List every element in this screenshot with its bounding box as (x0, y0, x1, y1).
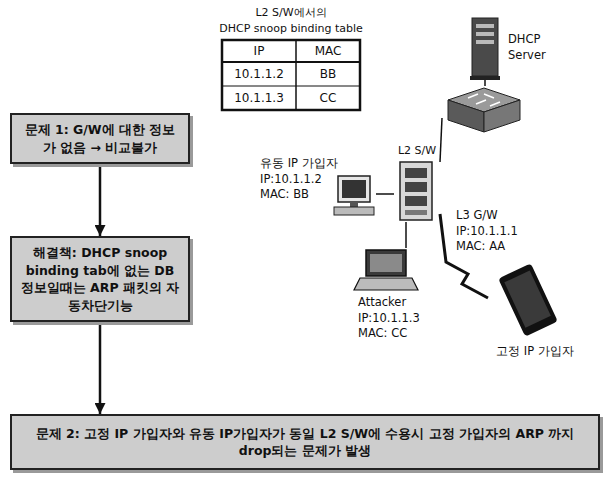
text-group: AttackerIP:10.1.1.3MAC: CC (358, 295, 428, 342)
table-rule (222, 86, 360, 87)
node-text: 유동 IP 가입자 (260, 156, 346, 172)
node-text: MAC: AA (456, 239, 536, 255)
table-cell: 10.1.1.3 (222, 86, 296, 110)
table-frame (222, 40, 360, 110)
solution-box: 해결책: DHCP snoop binding tab에 없는 DB 정보일때는… (10, 236, 190, 322)
table-cell: 10.1.1.2 (222, 62, 296, 86)
attacker-node: AttackerIP:10.1.1.3MAC: CC (346, 248, 428, 348)
text-group: 문제 1: G/W에 대한 정보가 없음 → 비교불가 (19, 121, 181, 156)
tablet-icon (498, 263, 558, 336)
pc-icon (334, 176, 374, 215)
laptop-icon (354, 250, 418, 290)
switch-side (484, 100, 520, 132)
node-text: L2 S/W (394, 144, 440, 159)
l2-switch-icon (400, 162, 432, 220)
network-cable (484, 80, 486, 86)
node-text: 문제 2: 고정 IP 가입자와 유동 IP가입자가 동일 L2 S/W에 수용… (19, 425, 591, 460)
server-icon (470, 18, 500, 80)
switch-body (400, 162, 432, 220)
switch-panel (405, 168, 427, 178)
node-text: MAC: CC (358, 326, 428, 342)
text-group: 해결책: DHCP snoop binding tab에 없는 DB 정보일때는… (19, 244, 181, 314)
node-text: MAC: BB (260, 187, 346, 203)
laptop-screen (366, 250, 406, 276)
switch-front (448, 100, 484, 132)
node-text: 고정 IP 가입자 (488, 344, 582, 360)
text-group: L3 G/WIP:10.1.1.1MAC: AA (456, 208, 536, 255)
router-node: L3 G/WIP:10.1.1.1MAC: AA (442, 86, 536, 260)
problem-box: 문제 1: G/W에 대한 정보가 없음 → 비교불가 (10, 113, 190, 164)
table-cell: CC (296, 86, 360, 110)
network-cable (440, 118, 442, 162)
node-text: 문제 1: G/W에 대한 정보가 없음 → 비교불가 (19, 121, 181, 156)
server-node: DHCP Server (468, 16, 568, 80)
server-slot (476, 40, 494, 44)
monitor-stand (350, 202, 358, 207)
text-group: 고정 IP 가입자 (488, 344, 582, 360)
monitor-screen (342, 180, 366, 198)
flow-arrow (99, 322, 102, 414)
l3-switch-icon (448, 88, 520, 132)
text-group: 문제 2: 고정 IP 가입자와 유동 IP가입자가 동일 L2 S/W에 수용… (19, 425, 591, 460)
network-cable (405, 222, 407, 248)
flow-arrow (99, 164, 102, 236)
table-header: MAC (296, 40, 360, 62)
server-base (470, 76, 500, 80)
table-rule (295, 40, 297, 110)
switch-panel (405, 196, 427, 206)
switch-arrows (468, 94, 500, 106)
server-slot (476, 24, 494, 28)
node-text: IP:10.1.1.2 (260, 172, 346, 188)
problem-box: 문제 2: 고정 IP 가입자와 유동 IP가입자가 동일 L2 S/W에 수용… (10, 414, 600, 470)
table-title: L2 S/W에서의 (206, 4, 376, 20)
table-header: IP (222, 40, 296, 62)
network-cable (376, 193, 394, 195)
table-rule (222, 61, 360, 63)
switch-panel (405, 210, 427, 215)
laptop-display (370, 254, 402, 272)
node-text: 해결책: DHCP snoop binding tab에 없는 DB 정보일때는… (19, 244, 181, 314)
node-text: IP:10.1.1.3 (358, 311, 428, 327)
host-node: 유동 IP 가입자IP:10.1.1.2MAC: BB (256, 152, 376, 222)
laptop-base (354, 278, 418, 290)
text-group: L2 S/W (394, 144, 440, 159)
node-text: Attacker (358, 295, 428, 311)
table-cell: BB (296, 62, 360, 86)
binding-table (222, 40, 360, 110)
server-slot (476, 32, 494, 36)
tablet-screen (504, 271, 551, 328)
keyboard (334, 207, 374, 215)
server-body (472, 18, 498, 76)
table-title: DHCP snoop binding table (206, 20, 376, 36)
node-text: DHCP Server (508, 32, 568, 63)
text-group: DHCP Server (508, 32, 568, 63)
switch-panel (405, 182, 427, 192)
switch-node: L2 S/W (394, 144, 440, 222)
monitor (338, 176, 370, 202)
host-node: 고정 IP 가입자 (488, 262, 582, 362)
tablet-body (498, 263, 558, 336)
text-group: 유동 IP 가입자IP:10.1.1.2MAC: BB (260, 156, 346, 203)
node-text: IP:10.1.1.1 (456, 224, 536, 240)
node-text: L3 G/W (456, 208, 536, 224)
